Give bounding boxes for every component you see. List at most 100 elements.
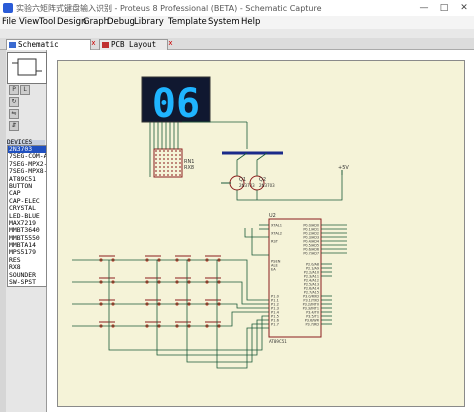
device-item[interactable]: LED-BLUE	[9, 212, 40, 220]
mcu-pin-label: P2.1/A9	[306, 267, 319, 271]
device-item[interactable]: 7SEG-COM-A	[9, 153, 46, 161]
transistor-wires	[236, 152, 343, 201]
devices-header: DEVICES	[7, 140, 45, 146]
mcu-pin-label: P3.4/T0	[306, 311, 319, 315]
keypad-button[interactable]	[145, 277, 161, 284]
device-item[interactable]: SW-SPST	[9, 279, 36, 287]
proteus-app-icon	[3, 3, 13, 13]
mcu-pin-label: P3.2/INT0	[303, 303, 319, 307]
resistor-pack-rn1[interactable]: RN1 RX8	[153, 148, 194, 178]
preview-drawing	[12, 58, 42, 76]
keypad-button[interactable]	[99, 321, 115, 328]
device-item[interactable]: CAP	[9, 190, 21, 198]
q1-type: 2N3703	[239, 183, 255, 188]
keypad-button[interactable]	[145, 299, 161, 306]
menu-file[interactable]: File	[2, 17, 17, 27]
power-label: +5V	[338, 165, 349, 171]
schematic-sheet[interactable]	[57, 60, 465, 407]
device-item[interactable]: MPS5179	[9, 249, 36, 257]
keypad-button[interactable]	[175, 321, 191, 328]
rn1-label: RN1	[184, 159, 194, 165]
device-panel: P L ↻ ⇋ ⇵ DEVICES 2N3703 7SEG-COM-A 7SEG…	[6, 50, 47, 412]
device-item[interactable]: MAX7219	[9, 219, 36, 227]
tab-schematic-capture[interactable]: Schematic Capture	[6, 39, 91, 59]
maximize-button[interactable]: □	[439, 3, 449, 13]
mcu-pin-label: P0.1/AD1	[303, 228, 319, 232]
q2-label: Q2	[259, 177, 266, 183]
pick-devices-button[interactable]: P	[9, 85, 19, 95]
tab-schematic-close-icon[interactable]: x	[91, 39, 96, 47]
device-item[interactable]: 7SEG-MPX8-	[9, 168, 46, 176]
device-item[interactable]: MMBT3640	[9, 227, 40, 235]
keypad-button[interactable]	[145, 321, 161, 328]
library-manager-button[interactable]: L	[20, 85, 30, 95]
keypad-button[interactable]	[99, 255, 115, 262]
device-item[interactable]: 2N3703	[8, 146, 46, 154]
display-digits: 06	[152, 81, 200, 127]
keypad-button[interactable]	[99, 277, 115, 284]
keypad-button[interactable]	[205, 299, 221, 306]
menu-help[interactable]: Help	[241, 17, 261, 27]
keypad-button[interactable]	[175, 277, 191, 284]
minimize-button[interactable]: —	[419, 3, 429, 13]
device-item[interactable]: SOUNDER	[9, 271, 36, 279]
device-item[interactable]: BUTTON	[9, 182, 33, 190]
mcu-at89c51[interactable]: U2 AT89C51 XTAL1XTAL2RSTPSENALEEAP1.0P1.…	[268, 213, 322, 344]
tab-pcb-close-icon[interactable]: x	[168, 39, 173, 47]
keypad-button[interactable]	[205, 321, 221, 328]
menu-template[interactable]: Template	[168, 17, 207, 27]
device-item[interactable]: RX8	[9, 264, 21, 272]
tab-pcb-layout[interactable]: PCB Layout	[99, 39, 168, 50]
matrix-keypad[interactable]	[99, 255, 221, 328]
keypad-button[interactable]	[99, 299, 115, 306]
mcu-pin-label: EA	[271, 268, 276, 272]
mcu-pin-label: XTAL2	[271, 232, 282, 236]
device-item[interactable]: CRYSTAL	[9, 205, 36, 213]
title-bar: 实验六矩阵式键盘输入识别 - Proteus 8 Professional (B…	[0, 0, 474, 17]
keypad-button[interactable]	[205, 255, 221, 262]
mcu-pin-label: P0.4/AD4	[303, 240, 319, 244]
schematic-drawing[interactable]: 06 RN1 RX8	[47, 50, 474, 412]
device-item[interactable]: MMBTA14	[9, 242, 36, 250]
mcu-pin-label: P1.6	[271, 319, 280, 323]
close-button[interactable]: ✕	[460, 3, 468, 13]
keypad-button[interactable]	[205, 277, 221, 284]
device-list[interactable]: 2N3703 7SEG-COM-A 7SEG-MPX2- 7SEG-MPX8- …	[7, 145, 47, 288]
menu-debug[interactable]: Debug	[107, 17, 135, 27]
rotate-icon[interactable]: ↻	[9, 97, 19, 107]
menu-design[interactable]: Design	[57, 17, 87, 27]
device-item[interactable]: CAP-ELEC	[9, 197, 40, 205]
mcu-wires	[244, 224, 347, 325]
mcu-pin-label: P1.3	[271, 307, 279, 311]
schematic-canvas[interactable]: 06 RN1 RX8	[47, 50, 474, 412]
menu-library[interactable]: Library	[134, 17, 164, 27]
seven-segment-display[interactable]: 06	[141, 76, 211, 127]
mcu-pin-label: P0.3/AD3	[303, 236, 319, 240]
device-item[interactable]: 7SEG-MPX2-	[9, 160, 46, 168]
keypad-button[interactable]	[175, 299, 191, 306]
mirror-icon[interactable]: ⇋	[9, 109, 19, 119]
component-preview	[7, 52, 47, 84]
device-item[interactable]: MMBT5550	[9, 234, 40, 242]
menu-view[interactable]: View	[19, 17, 40, 27]
mcu-pin-label: P3.3/INT1	[303, 307, 319, 311]
tab-bar: Schematic Capture x PCB Layout x	[0, 38, 474, 59]
power-terminal[interactable]: +5V	[338, 165, 349, 175]
device-item[interactable]: RES	[9, 256, 21, 264]
mcu-pin-label: ALE	[271, 264, 278, 268]
menu-system[interactable]: System	[208, 17, 240, 27]
menu-tool[interactable]: Tool	[39, 17, 56, 27]
device-item[interactable]: AT89C51	[9, 175, 36, 183]
mcu-pin-label: P0.5/AD5	[303, 244, 319, 248]
mcu-pin-label: P0.2/AD2	[303, 232, 319, 236]
mcu-pin-label: P3.1/TXD	[303, 299, 319, 303]
mcu-pin-label: P2.3/A11	[304, 275, 319, 279]
keypad-button[interactable]	[145, 255, 161, 262]
menu-graph[interactable]: Graph	[83, 17, 110, 27]
mcu-pin-label: P3.5/T1	[306, 315, 319, 319]
window-title: 实验六矩阵式键盘输入识别 - Proteus 8 Professional (B…	[16, 4, 322, 13]
mcu-pin-label: P2.0/A8	[306, 263, 319, 267]
flip-icon[interactable]: ⇵	[9, 121, 19, 131]
keypad-button[interactable]	[175, 255, 191, 262]
display-wires	[149, 121, 248, 177]
